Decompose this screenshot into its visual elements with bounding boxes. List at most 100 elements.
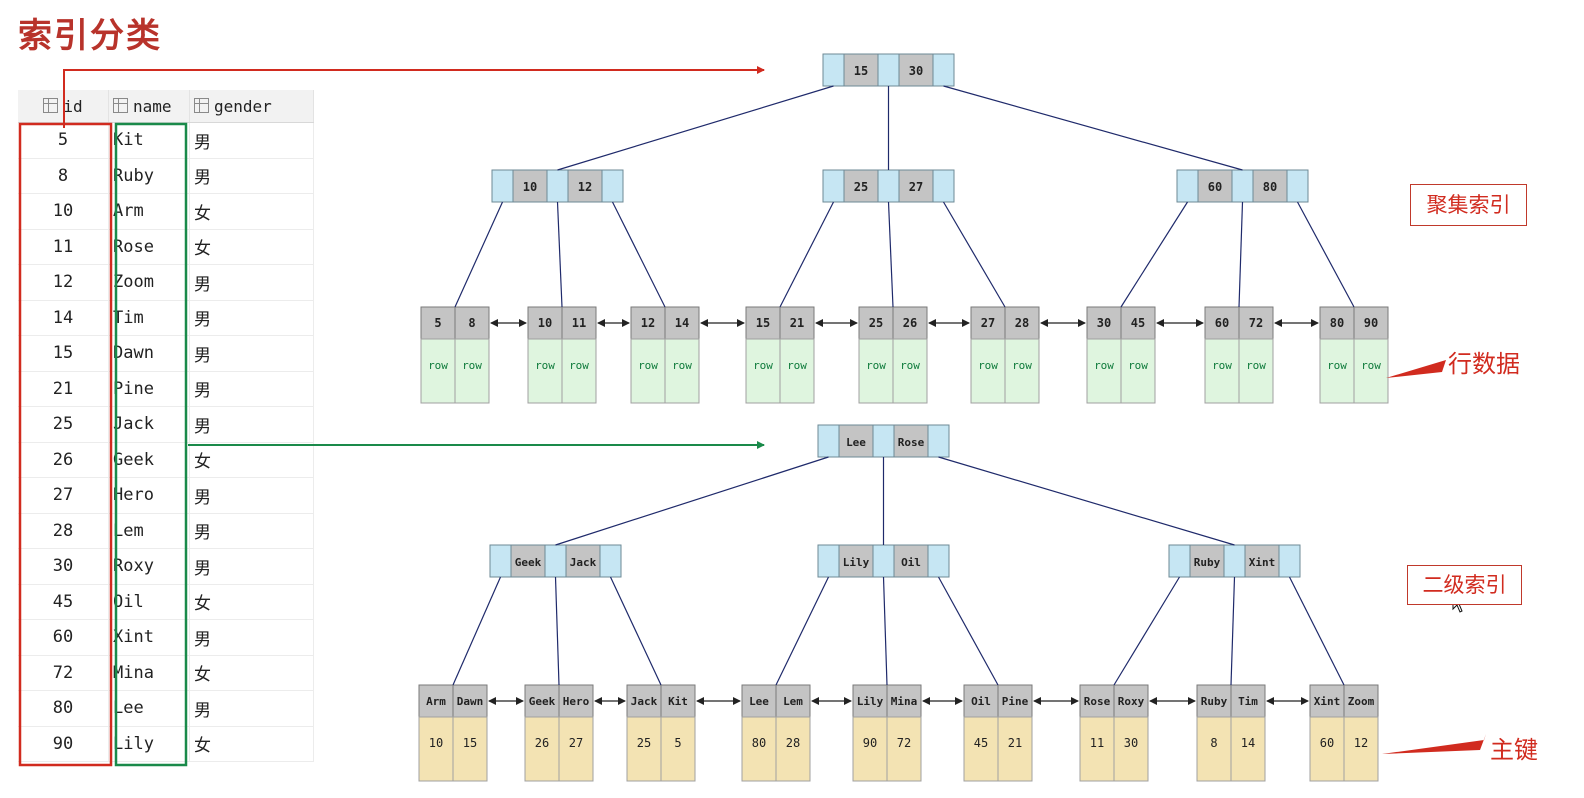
clustered-leaf-node [1204, 306, 1274, 404]
node-pointer-cell [491, 169, 514, 203]
gender-cell: 女 [189, 726, 314, 762]
id-cell: 14 [18, 300, 109, 336]
secondary-internal-node [1168, 544, 1301, 578]
leaf-value-cell [524, 716, 560, 782]
leaf-key-cell [1004, 306, 1040, 340]
id-cell: 10 [18, 193, 109, 230]
leaf-value: row [428, 359, 448, 372]
leaf-key-cell [660, 684, 696, 718]
leaf-key: 8 [468, 316, 475, 330]
leaf-key: Lem [783, 695, 803, 708]
leaf-key: Lily [857, 695, 884, 708]
node-key: 15 [854, 64, 868, 78]
id-cell: 5 [18, 122, 109, 159]
leaf-value: 10 [429, 736, 443, 750]
id-cell: 21 [18, 371, 109, 407]
leaf-key-cell [1230, 684, 1266, 718]
clustered-leaf-node [420, 306, 490, 404]
leaf-key: 11 [572, 316, 586, 330]
leaf-value-cell [1079, 716, 1115, 782]
gender-cell: 男 [189, 477, 314, 514]
leaf-value-cell [997, 716, 1033, 782]
leaf-key: Kit [668, 695, 688, 708]
node-key: 12 [578, 180, 592, 194]
tree-edge [887, 201, 894, 308]
node-pointer-cell [601, 169, 624, 203]
leaf-key: Hero [563, 695, 590, 708]
node-key: Rose [898, 436, 925, 449]
name-cell: Ruby [108, 158, 190, 194]
leaf-value-cell [452, 716, 488, 782]
leaf-value-cell [963, 716, 999, 782]
tree-edge [882, 576, 888, 686]
node-key: 25 [854, 180, 868, 194]
node-key-cell [512, 169, 548, 203]
leaf-key-cell [745, 306, 781, 340]
leaf-key: Xint [1314, 695, 1341, 708]
leaf-value-cell [1004, 338, 1040, 404]
name-column-header[interactable]: name [108, 90, 190, 123]
leaf-key: Roxy [1118, 695, 1145, 708]
leaf-value: row [535, 359, 555, 372]
leaf-key-cell [886, 684, 922, 718]
clustered-leaf-node [970, 306, 1040, 404]
leaf-value: row [462, 359, 482, 372]
leaf-key: 72 [1249, 316, 1263, 330]
node-key: 30 [909, 64, 923, 78]
node-pointer-cell [927, 424, 950, 458]
node-pointer-cell [544, 544, 567, 578]
id-cell: 80 [18, 690, 109, 727]
node-key: Lily [843, 556, 870, 569]
secondary-leaf-node [852, 684, 922, 782]
node-key: 10 [523, 180, 537, 194]
leaf-key-cell [626, 684, 662, 718]
clustered-root-node [822, 53, 955, 87]
name-cell: Roxy [108, 548, 190, 585]
leaf-value: row [1212, 359, 1232, 372]
leaf-value-cell [886, 716, 922, 782]
node-pointer-cell [932, 169, 955, 203]
tree-edge [555, 456, 829, 546]
tree-edge [609, 576, 662, 686]
id-cell: 72 [18, 655, 109, 691]
gender-cell: 男 [189, 548, 314, 585]
leaf-key: 12 [641, 316, 655, 330]
leaf-key-cell [1343, 684, 1379, 718]
leaf-value-cell [1204, 338, 1240, 404]
node-pointer-cell [817, 424, 840, 458]
gender-column-header[interactable]: gender [189, 90, 314, 123]
id-cell: 11 [18, 229, 109, 265]
node-key: Oil [901, 556, 921, 569]
gender-cell: 女 [189, 584, 314, 620]
gender-cell: 男 [189, 513, 314, 549]
leaf-key: Lee [749, 695, 769, 708]
gender-cell: 男 [189, 371, 314, 407]
tree-edge [1113, 576, 1181, 686]
leaf-key: 45 [1131, 316, 1145, 330]
gender-cell: 女 [189, 193, 314, 230]
leaf-value: row [900, 359, 920, 372]
tree-edge [557, 85, 834, 171]
tree-edge [452, 576, 502, 686]
leaf-key-cell [1086, 306, 1122, 340]
leaf-key: 80 [1330, 316, 1344, 330]
